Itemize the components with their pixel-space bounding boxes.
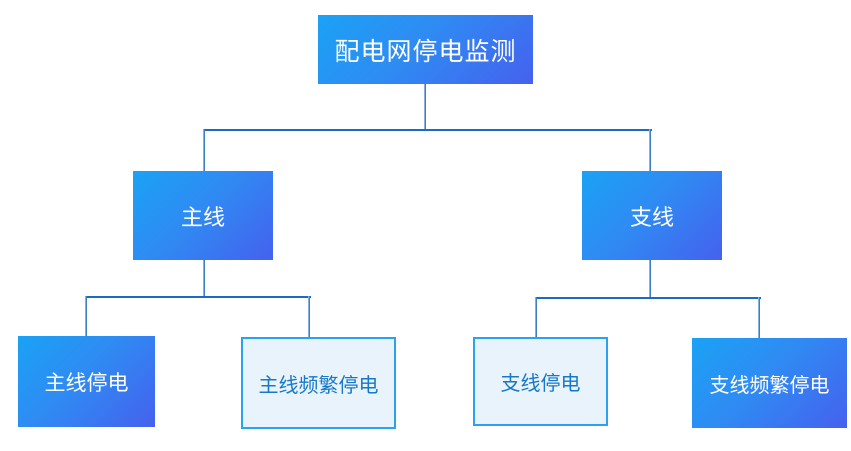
connector-branch-horizontal	[535, 297, 761, 299]
connector-branch-frequent-rise	[758, 297, 760, 339]
node-branch-line-outage[interactable]: 支线停电	[473, 337, 608, 426]
connector-level1-horizontal	[203, 129, 652, 131]
connector-root-drop	[424, 84, 426, 130]
connector-main-horizontal	[85, 296, 311, 298]
connector-main-drop	[203, 260, 205, 298]
node-branch-line[interactable]: 支线	[582, 171, 722, 260]
node-branch-line-frequent-outage[interactable]: 支线频繁停电	[692, 338, 847, 428]
connector-main-outage-rise	[85, 296, 87, 337]
node-main-line[interactable]: 主线	[133, 171, 273, 260]
node-main-line-frequent-outage[interactable]: 主线频繁停电	[241, 337, 396, 429]
connector-main-rise	[203, 129, 205, 171]
connector-branch-drop	[649, 260, 651, 299]
connector-branch-outage-rise	[535, 297, 537, 338]
connector-branch-rise	[649, 129, 651, 171]
node-root-outage-monitoring[interactable]: 配电网停电监测	[318, 15, 533, 84]
connector-main-frequent-rise	[308, 296, 310, 338]
node-main-line-outage[interactable]: 主线停电	[18, 336, 155, 427]
